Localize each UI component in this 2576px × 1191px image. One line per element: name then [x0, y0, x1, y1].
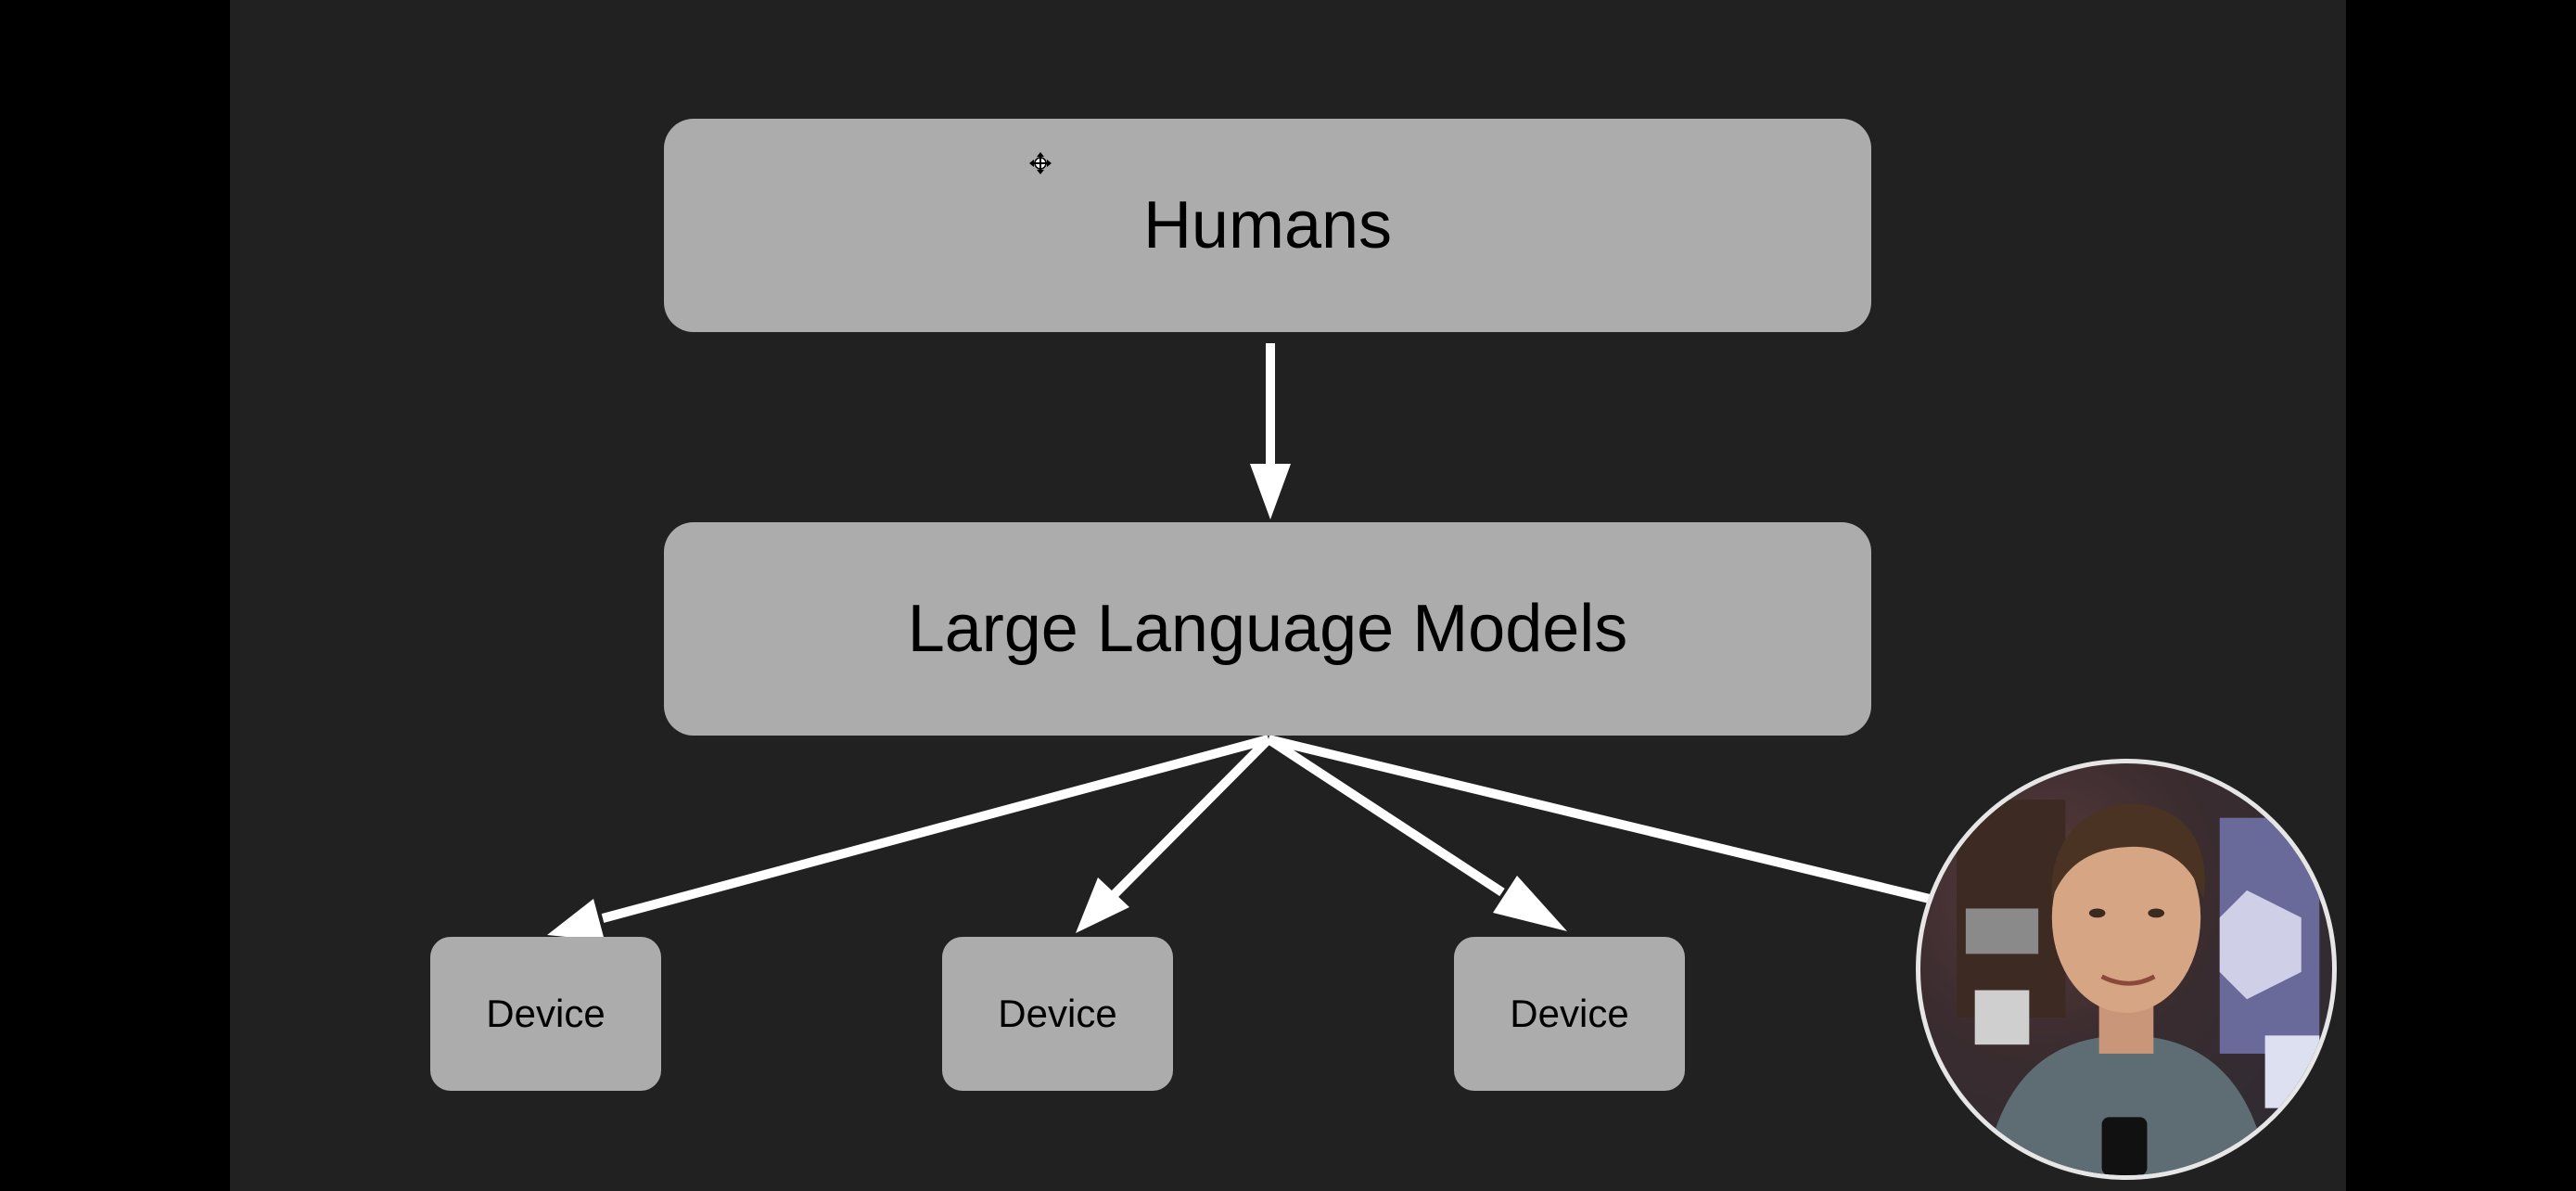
llm-label: Large Language Models — [907, 592, 1628, 666]
device-label: Device — [1510, 992, 1629, 1035]
presenter-icon — [1957, 800, 2320, 1175]
llm-node: Large Language Models — [664, 522, 1871, 736]
device-node-2: Device — [942, 937, 1173, 1091]
move-cursor-icon — [1029, 152, 1052, 174]
humans-node: Humans — [664, 119, 1871, 332]
device-label: Device — [486, 992, 606, 1035]
presenter-video-avatar — [1916, 759, 2337, 1180]
device-node-1: Device — [430, 937, 661, 1091]
humans-label: Humans — [1142, 188, 1393, 263]
device-node-3: Device — [1454, 937, 1685, 1091]
device-label: Device — [998, 992, 1117, 1035]
